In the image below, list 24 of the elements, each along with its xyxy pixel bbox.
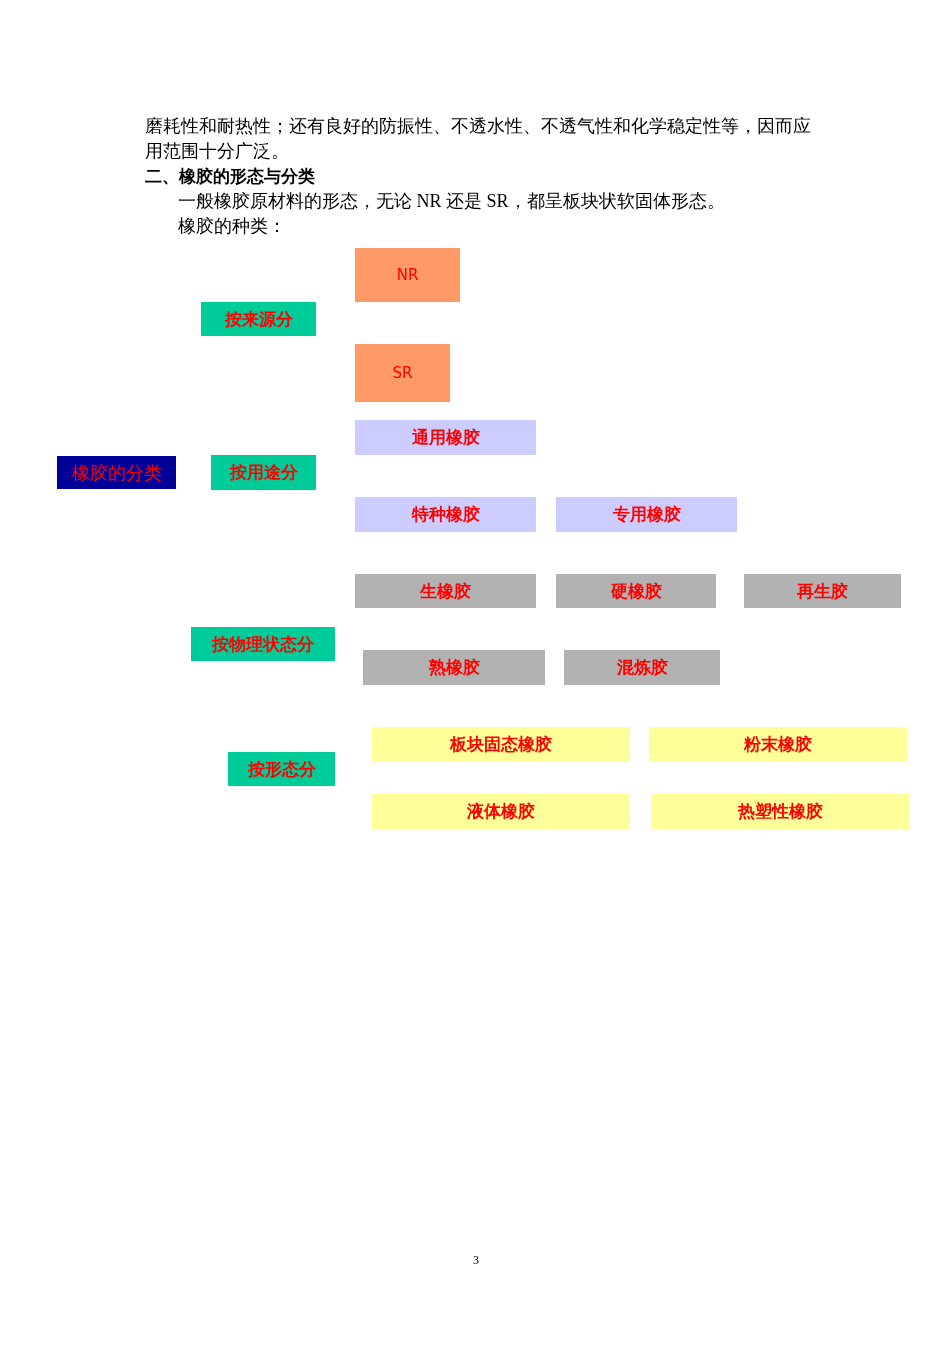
source-box: SR bbox=[355, 344, 450, 402]
paragraph-text: 橡胶的种类： bbox=[178, 215, 287, 238]
type-box: 生橡胶 bbox=[355, 574, 536, 608]
type-box: 液体橡胶 bbox=[372, 794, 630, 829]
type-box: 熟橡胶 bbox=[363, 650, 545, 685]
type-box: 板块固态橡胶 bbox=[372, 727, 630, 761]
paragraph-text: 一般橡胶原材料的形态，无论 NR 还是 SR，都呈板块状软固体形态。 bbox=[178, 190, 726, 213]
type-box: 混炼胶 bbox=[564, 650, 720, 685]
source-box: NR bbox=[355, 248, 460, 302]
type-box: 热塑性橡胶 bbox=[651, 794, 909, 829]
category-box: 按形态分 bbox=[228, 752, 335, 786]
section-heading: 二、橡胶的形态与分类 bbox=[145, 165, 316, 188]
category-box: 按物理状态分 bbox=[191, 627, 335, 661]
category-box: 按来源分 bbox=[201, 302, 316, 336]
root-box: 橡胶的分类 bbox=[57, 456, 176, 489]
category-box: 按用途分 bbox=[211, 455, 316, 490]
type-box: 硬橡胶 bbox=[556, 574, 716, 608]
type-box: 粉末橡胶 bbox=[649, 727, 907, 761]
page-number: 3 bbox=[472, 1252, 480, 1269]
type-box: 再生胶 bbox=[744, 574, 901, 608]
type-box: 专用橡胶 bbox=[556, 497, 737, 532]
paragraph-text: 磨耗性和耐热性；还有良好的防振性、不透水性、不透气性和化学稳定性等，因而应用范围十分广泛。 bbox=[145, 115, 812, 163]
type-box: 通用橡胶 bbox=[355, 420, 536, 455]
type-box: 特种橡胶 bbox=[355, 497, 536, 532]
